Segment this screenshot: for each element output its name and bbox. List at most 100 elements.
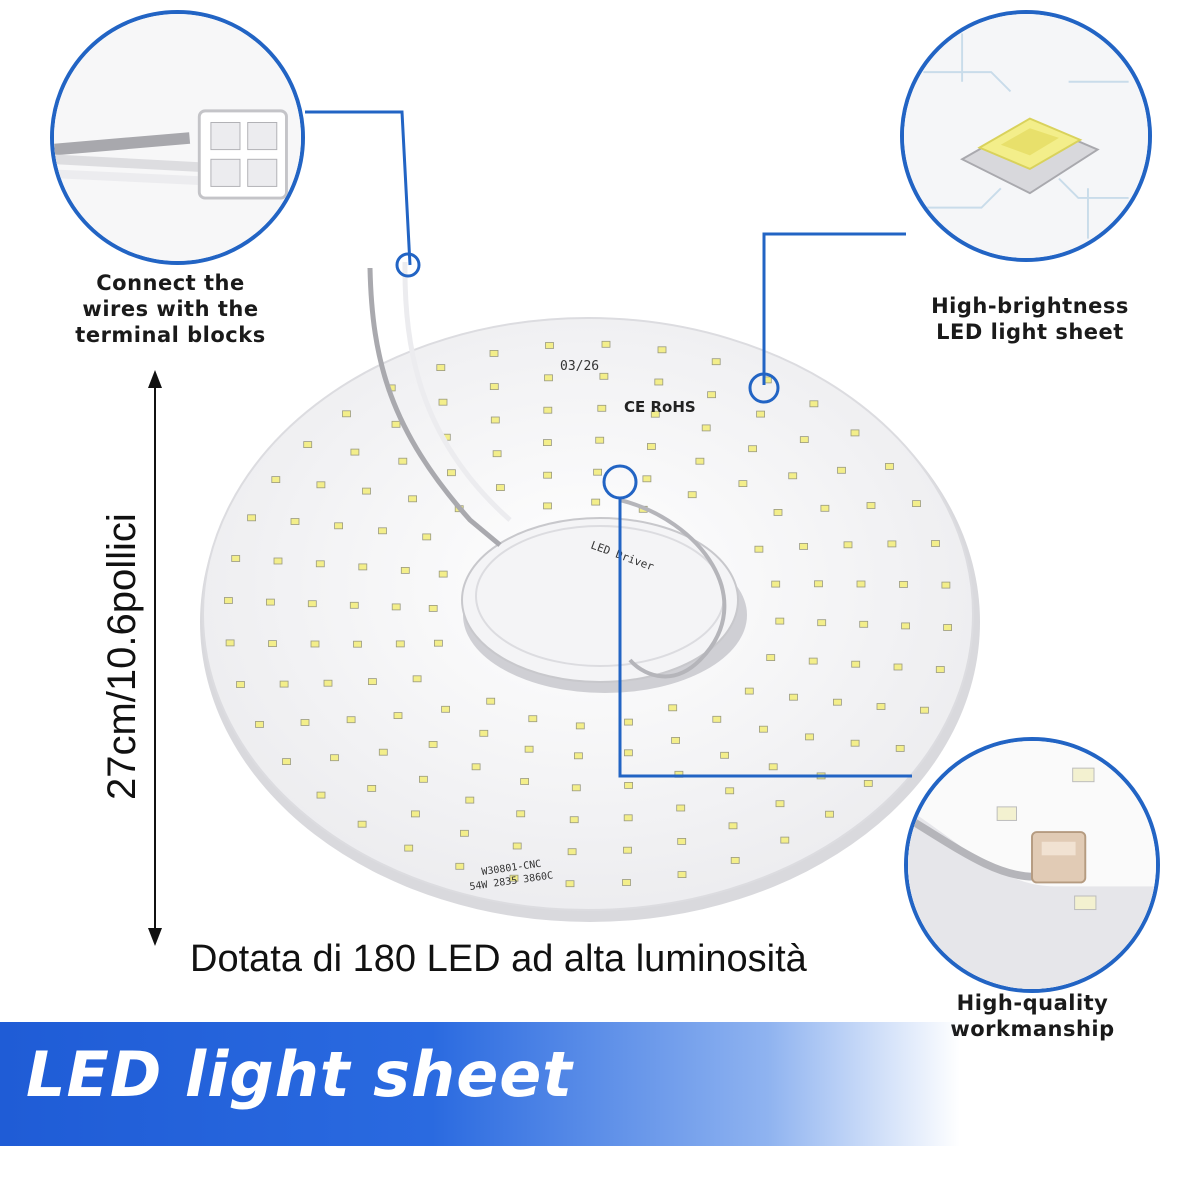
led-chip <box>624 718 633 726</box>
dimension-label: 27cm/10.6pollici <box>100 513 144 800</box>
led-chip <box>808 657 818 665</box>
led-chip <box>398 457 408 465</box>
workmanship-detail <box>908 741 1156 989</box>
led-chip <box>748 445 757 453</box>
led-chip <box>436 364 446 372</box>
wire-white <box>402 261 512 522</box>
terminal-caption: Connect the wires with the terminal bloc… <box>75 271 266 347</box>
led-chip <box>509 874 519 882</box>
certification-mark: CE RoHS <box>624 398 696 416</box>
led-chip <box>622 879 631 886</box>
led-chip <box>418 775 428 783</box>
led-chip <box>567 848 577 856</box>
led-chip <box>282 758 291 765</box>
led-caption: High-brightness LED light sheet <box>931 294 1129 344</box>
led-chip <box>279 680 289 688</box>
led-chip <box>315 560 325 568</box>
led-chip <box>350 448 360 456</box>
led-chip <box>459 829 469 837</box>
led-chip <box>720 751 729 759</box>
led-chip <box>410 810 420 818</box>
led-chip <box>805 733 814 741</box>
led-chip <box>271 476 281 484</box>
led-chip <box>893 663 903 671</box>
led-chip <box>391 603 401 611</box>
led-chip <box>671 737 680 744</box>
led-chip <box>471 763 481 771</box>
led-chip <box>378 748 388 756</box>
led-chip <box>428 605 438 612</box>
led-chip <box>744 687 754 695</box>
led-chip <box>837 466 846 474</box>
terminal-connector-line <box>305 110 412 266</box>
led-chip <box>323 679 333 687</box>
led-chip <box>711 358 721 366</box>
led-chip <box>650 410 660 418</box>
led-chip <box>268 640 277 647</box>
led-chip <box>358 563 368 571</box>
workmanship-caption: High-quality workmanship <box>950 991 1115 1041</box>
led-chip <box>601 340 611 348</box>
led-chip <box>362 487 371 495</box>
led-chip <box>695 457 705 465</box>
led-chip <box>730 857 740 864</box>
led-chip <box>920 706 929 714</box>
led-chip <box>943 624 952 631</box>
led-chip-detail <box>904 14 1148 258</box>
led-chip <box>255 721 264 728</box>
led-chip <box>657 346 667 354</box>
led-chip <box>342 410 351 418</box>
led-connector-line <box>762 232 906 385</box>
led-chip <box>759 725 768 733</box>
led-chip <box>543 471 552 479</box>
led-chip <box>490 416 500 424</box>
led-chip <box>334 522 344 530</box>
led-chip <box>843 541 853 549</box>
terminal-marker <box>395 252 421 278</box>
led-chip <box>408 495 418 503</box>
led-marker <box>748 372 780 404</box>
led-chip <box>489 349 499 357</box>
led-chip <box>624 782 633 789</box>
led-chip <box>597 404 607 412</box>
led-chip <box>404 844 414 852</box>
led-chip <box>378 527 387 535</box>
led-chip <box>738 480 748 488</box>
led-chip <box>574 752 583 760</box>
led-chip <box>571 784 581 792</box>
workmanship-marker <box>602 464 638 500</box>
led-driver <box>461 517 739 683</box>
led-chip <box>595 436 605 444</box>
wire-loop <box>619 498 727 679</box>
led-chip <box>236 681 245 688</box>
led-chip <box>820 504 830 512</box>
terminal-block-detail <box>54 14 301 261</box>
led-chip <box>676 804 686 812</box>
led-chip <box>290 518 300 525</box>
led-chip <box>247 514 257 522</box>
led-chip <box>231 555 241 562</box>
led-chip <box>495 484 505 492</box>
led-chip <box>599 372 609 380</box>
led-chip <box>623 846 632 854</box>
led-chip <box>528 715 538 723</box>
banner-title: LED light sheet <box>26 1038 573 1111</box>
led-chip <box>569 816 579 824</box>
led-chip <box>912 500 921 508</box>
led-chip <box>825 810 834 818</box>
terminal-block-callout <box>50 10 305 265</box>
led-chip <box>438 570 448 578</box>
led-chip <box>887 540 897 548</box>
led-chip <box>833 698 842 706</box>
led-chip <box>677 838 687 845</box>
led-chip <box>814 580 823 588</box>
led-chip <box>307 600 317 608</box>
led-chip <box>754 545 764 553</box>
led-chip <box>575 722 585 730</box>
led-array <box>223 340 952 888</box>
led-chip <box>543 502 552 510</box>
led-chip <box>935 666 945 673</box>
led-chip <box>856 580 866 588</box>
led-chip <box>788 472 798 480</box>
led-chip <box>895 745 905 752</box>
